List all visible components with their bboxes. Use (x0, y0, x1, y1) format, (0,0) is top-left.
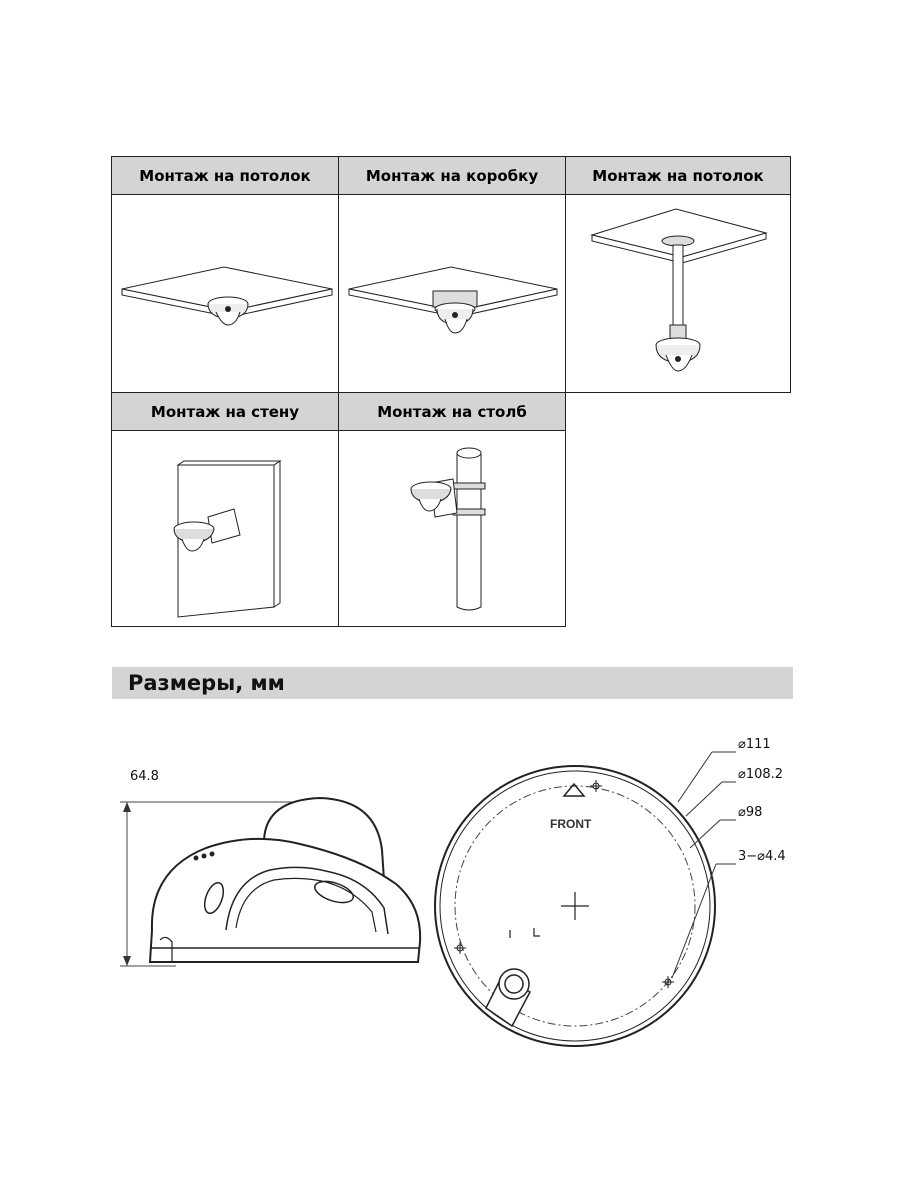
pendant-mount-illustration (590, 208, 768, 372)
mount-pole-cell: Монтаж на столб (338, 392, 566, 627)
mount-box-label: Монтаж на коробку (339, 157, 565, 195)
side-view-camera (148, 796, 422, 963)
holes-label: 3−⌀4.4 (738, 849, 786, 864)
top-view-camera: FRONT ⌀111 ⌀1 (434, 737, 786, 1047)
mount-ceiling-cell: Монтаж на потолок (111, 156, 339, 393)
diam-outer-label: ⌀111 (738, 737, 771, 752)
mount-wall-label: Монтаж на стену (112, 393, 338, 431)
mount-pendant-label: Монтаж на потолок (566, 157, 790, 195)
diam-inner-label: ⌀98 (738, 805, 762, 820)
height-label: 64.8 (130, 769, 159, 784)
diam-mid-label: ⌀108.2 (738, 767, 783, 782)
dimensions-title: Размеры, мм (128, 671, 285, 695)
mount-pendant-cell: Монтаж на потолок (565, 156, 791, 393)
mid-circle (439, 770, 711, 1042)
front-triangle-icon (562, 782, 586, 797)
mount-wall-cell: Монтаж на стену (111, 392, 339, 627)
dimension-drawing: 64.8 FRONT (120, 737, 786, 1047)
mount-box-cell: Монтаж на коробку (338, 156, 566, 393)
mount-ceiling-label: Монтаж на потолок (112, 157, 338, 195)
cable-port (485, 968, 532, 1028)
ceiling-mount-illustration (121, 266, 333, 326)
wall-mount-illustration (173, 460, 282, 618)
dimensions-section-header: Размеры, мм (112, 667, 793, 699)
pole-mount-illustration (410, 447, 486, 611)
front-label: FRONT (550, 817, 592, 831)
box-mount-illustration (348, 266, 558, 334)
mount-pole-label: Монтаж на столб (339, 393, 565, 431)
